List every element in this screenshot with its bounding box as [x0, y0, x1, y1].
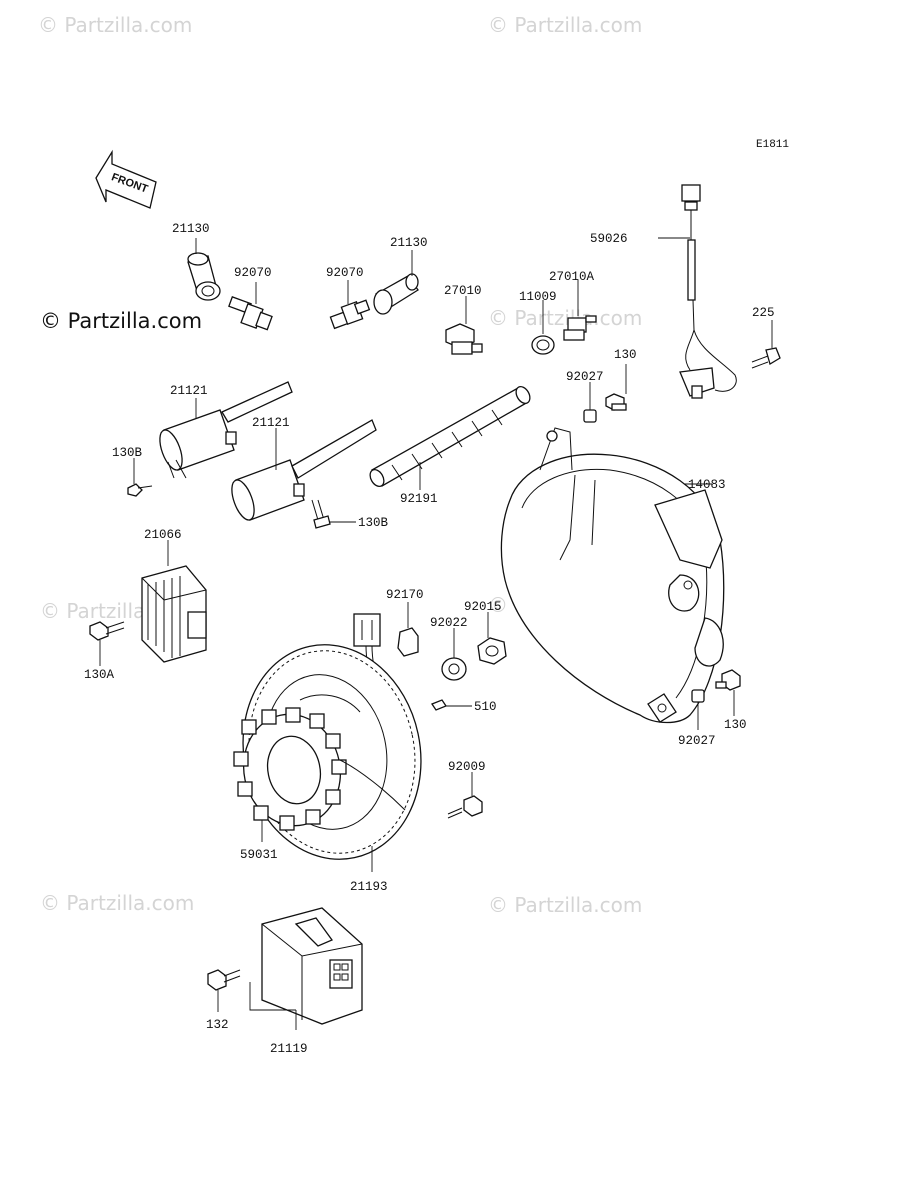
part-label: 225 [752, 306, 775, 320]
front-arrow-icon: FRONT [95, 149, 157, 209]
key-icon [431, 699, 447, 711]
part-label: 92070 [234, 266, 272, 280]
bolt-icon [447, 795, 483, 819]
stator-icon [233, 707, 406, 831]
flywheel-cover-icon [500, 427, 725, 724]
diagram-code: E1811 [756, 139, 789, 151]
part-label: 11009 [519, 290, 557, 304]
part-label: 92027 [566, 370, 604, 384]
bolt-icon [715, 669, 741, 691]
pickup-coil-harness-icon [679, 184, 737, 399]
part-label: 92191 [400, 492, 438, 506]
part-label: 21066 [144, 528, 182, 542]
part-label: 130 [614, 348, 637, 362]
bolt-icon [89, 621, 125, 641]
part-label: 59031 [240, 848, 278, 862]
washer-icon [441, 657, 467, 681]
part-label: 21193 [350, 880, 388, 894]
part-label: 92015 [464, 600, 502, 614]
part-label: 130B [358, 516, 389, 530]
bolt-icon [311, 499, 331, 529]
part-label: 21130 [172, 222, 210, 236]
part-label: 130 [724, 718, 747, 732]
part-label: 92027 [678, 734, 716, 748]
regulator-icon [141, 565, 207, 663]
collar-icon [583, 409, 597, 423]
watermark: © Partzilla.com [488, 13, 642, 37]
part-label: 92070 [326, 266, 364, 280]
part-label: 510 [474, 700, 497, 714]
part-label: 27010 [444, 284, 482, 298]
part-label: 14083 [688, 478, 726, 492]
bolt-icon [207, 969, 241, 991]
bolt-icon [751, 347, 781, 369]
part-label: 27010A [549, 270, 595, 284]
bolt-icon [605, 393, 627, 411]
part-label: 21130 [390, 236, 428, 250]
oil-pressure-switch-icon [445, 323, 483, 355]
collar-icon [691, 689, 705, 703]
grommet-tube-icon [369, 385, 531, 488]
watermark: © Partzilla.com [488, 306, 642, 330]
ignition-coil-lower-icon [231, 419, 377, 521]
part-label: 132 [206, 1018, 229, 1032]
spark-plug-left-icon [228, 296, 273, 331]
bolt-icon [127, 483, 153, 497]
spark-plug-mid-icon [329, 299, 371, 330]
watermark: © Partzilla.com [488, 893, 642, 917]
temp-switch-icon [563, 315, 597, 341]
part-label: 130B [112, 446, 143, 460]
igniter-icon [261, 907, 363, 1025]
part-label: 92009 [448, 760, 486, 774]
watermark: © Partzilla.com [38, 13, 192, 37]
part-label: 92022 [430, 616, 468, 630]
part-label: 21121 [170, 384, 208, 398]
part-label: 92170 [386, 588, 424, 602]
part-label: 130A [84, 668, 115, 682]
ignition-cap-left-icon [187, 252, 221, 301]
watermark: © Partzilla.com [40, 891, 194, 915]
part-label: 21119 [270, 1042, 308, 1056]
part-label: 21121 [252, 416, 290, 430]
ignition-coil-upper-icon [159, 381, 293, 479]
clamp-icon [397, 627, 419, 657]
nut-icon [477, 637, 507, 665]
watermark-main: © Partzilla.com [40, 309, 202, 333]
washer-icon [531, 335, 555, 355]
part-label: 59026 [590, 232, 628, 246]
ignition-cap-mid-icon [373, 273, 419, 315]
